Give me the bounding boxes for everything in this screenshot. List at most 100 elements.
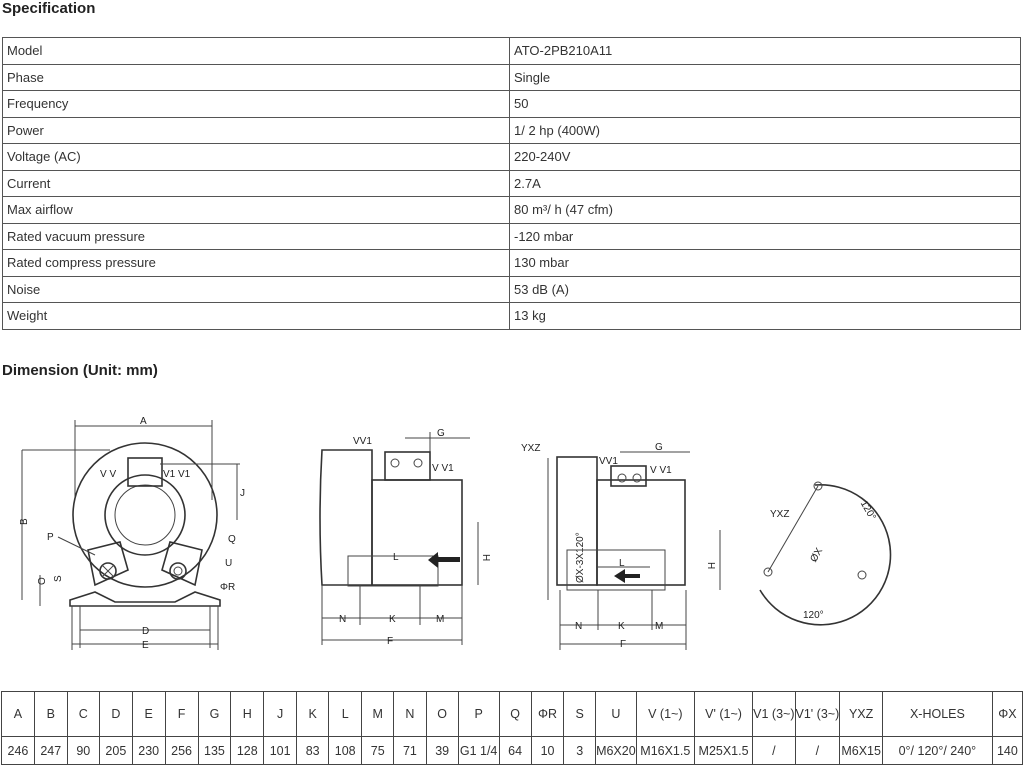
dim-header-cell: U [595, 691, 637, 737]
dim-value-cell: G1 1/4 [457, 736, 500, 765]
dim-header-cell: V1' (3~) [794, 691, 841, 737]
spec-key: Rated vacuum pressure [2, 222, 510, 250]
spec-key: Frequency [2, 90, 510, 118]
spec-row: Voltage (AC)220-240V [2, 143, 1021, 171]
dim-value-cell: / [794, 736, 841, 765]
label-v1v1: V1 V1 [163, 469, 191, 480]
spec-key: Current [2, 169, 510, 197]
spec-value: 13 kg [509, 302, 1021, 330]
label-G: G [437, 428, 445, 439]
spec-value: -120 mbar [509, 222, 1021, 250]
label-K: K [389, 614, 396, 625]
dim-header-cell: YXZ [839, 691, 884, 737]
dim-value-cell: 0°/ 120°/ 240° [882, 736, 993, 765]
label-vv1b: V V1 [432, 463, 454, 474]
airflow-arrow-icon [428, 552, 460, 568]
dim-header-cell: G [197, 691, 232, 737]
dim-header-cell: C [66, 691, 100, 737]
side-view: VV1 G V V1 L H N K M F [319, 428, 491, 647]
dim-value-cell: M6X15 [839, 736, 884, 765]
label-A: A [140, 416, 147, 427]
dim-value-cell: 64 [498, 736, 532, 765]
spec-key: Weight [2, 302, 510, 330]
dim-value-cell: M16X1.5 [635, 736, 695, 765]
label-vv1-3: VV1 [599, 456, 618, 467]
dim-header-cell: M [361, 691, 395, 737]
dim-value-cell: 3 [563, 736, 597, 765]
dim-header-cell: V (1~) [635, 691, 695, 737]
label-B: B [19, 518, 30, 525]
spec-value: 53 dB (A) [509, 275, 1021, 303]
label-L: L [393, 552, 399, 563]
label-x3: ØX-3X120° [575, 532, 586, 583]
label-yxz: YXZ [521, 443, 540, 454]
dim-header-cell: V' (1~) [693, 691, 754, 737]
label-M-3: M [655, 621, 663, 632]
dim-value-cell: 10 [530, 736, 565, 765]
dim-header-cell: Q [498, 691, 532, 737]
spec-key: Noise [2, 275, 510, 303]
dim-header-cell: E [131, 691, 166, 737]
dim-header-cell: P [457, 691, 500, 737]
dim-value-cell: M25X1.5 [693, 736, 754, 765]
spec-value: 80 m³/ h (47 cfm) [509, 196, 1021, 224]
label-120-bottom: 120° [803, 610, 824, 621]
spec-key: Phase [2, 63, 510, 91]
label-E: E [142, 640, 149, 651]
dim-value-cell: / [752, 736, 796, 765]
dim-header-cell: ΦX [991, 691, 1024, 737]
label-M: M [436, 614, 444, 625]
label-G-3: G [655, 442, 663, 453]
spec-value: ATO-2PB210A11 [509, 37, 1021, 65]
label-L-3: L [619, 558, 625, 569]
dim-value-cell: 135 [197, 736, 232, 765]
dim-header-cell: B [33, 691, 68, 737]
dim-value-cell: 71 [393, 736, 427, 765]
dim-header-cell: H [230, 691, 265, 737]
label-N: N [339, 614, 346, 625]
dim-header-cell: S [563, 691, 597, 737]
dim-header-cell: V1 (3~) [752, 691, 796, 737]
dim-value-cell: 101 [263, 736, 298, 765]
spec-heading: Specification [2, 0, 96, 17]
spec-value: Single [509, 63, 1021, 91]
label-vv1: VV1 [353, 436, 372, 447]
dim-header-cell: K [296, 691, 330, 737]
label-H-3: H [705, 562, 716, 569]
spec-value: 50 [509, 90, 1021, 118]
spec-value: 2.7A [509, 169, 1021, 197]
label-O: O [37, 577, 48, 585]
dim-value-cell: 230 [131, 736, 166, 765]
dim-value-cell: 75 [361, 736, 395, 765]
spec-row: Rated vacuum pressure-120 mbar [2, 222, 1021, 250]
label-K-3: K [618, 621, 625, 632]
label-J: J [240, 488, 245, 499]
dim-header-cell: L [328, 691, 363, 737]
spec-key: Rated compress pressure [2, 249, 510, 277]
label-U: U [225, 558, 232, 569]
dim-value-cell: 246 [1, 736, 35, 765]
label-vv: V V [100, 469, 116, 480]
label-P: P [47, 532, 54, 543]
label-Q: Q [228, 534, 236, 545]
label-D: D [142, 626, 149, 637]
side-view-3phase: YXZ ØX-3X120° VV1 V V1 G L H N K M F [521, 442, 721, 650]
label-S: S [53, 575, 64, 582]
spec-value: 220-240V [509, 143, 1021, 171]
label-R: ΦR [220, 582, 235, 593]
label-H: H [480, 554, 491, 561]
spec-key: Model [2, 37, 510, 65]
dim-value-cell: 247 [33, 736, 68, 765]
dim-value-cell: 256 [164, 736, 199, 765]
label-vv1b-3: V V1 [650, 465, 672, 476]
dim-value-cell: 83 [296, 736, 330, 765]
dim-value-cell: 205 [98, 736, 133, 765]
spec-key: Voltage (AC) [2, 143, 510, 171]
spec-value: 1/ 2 hp (400W) [509, 116, 1021, 144]
